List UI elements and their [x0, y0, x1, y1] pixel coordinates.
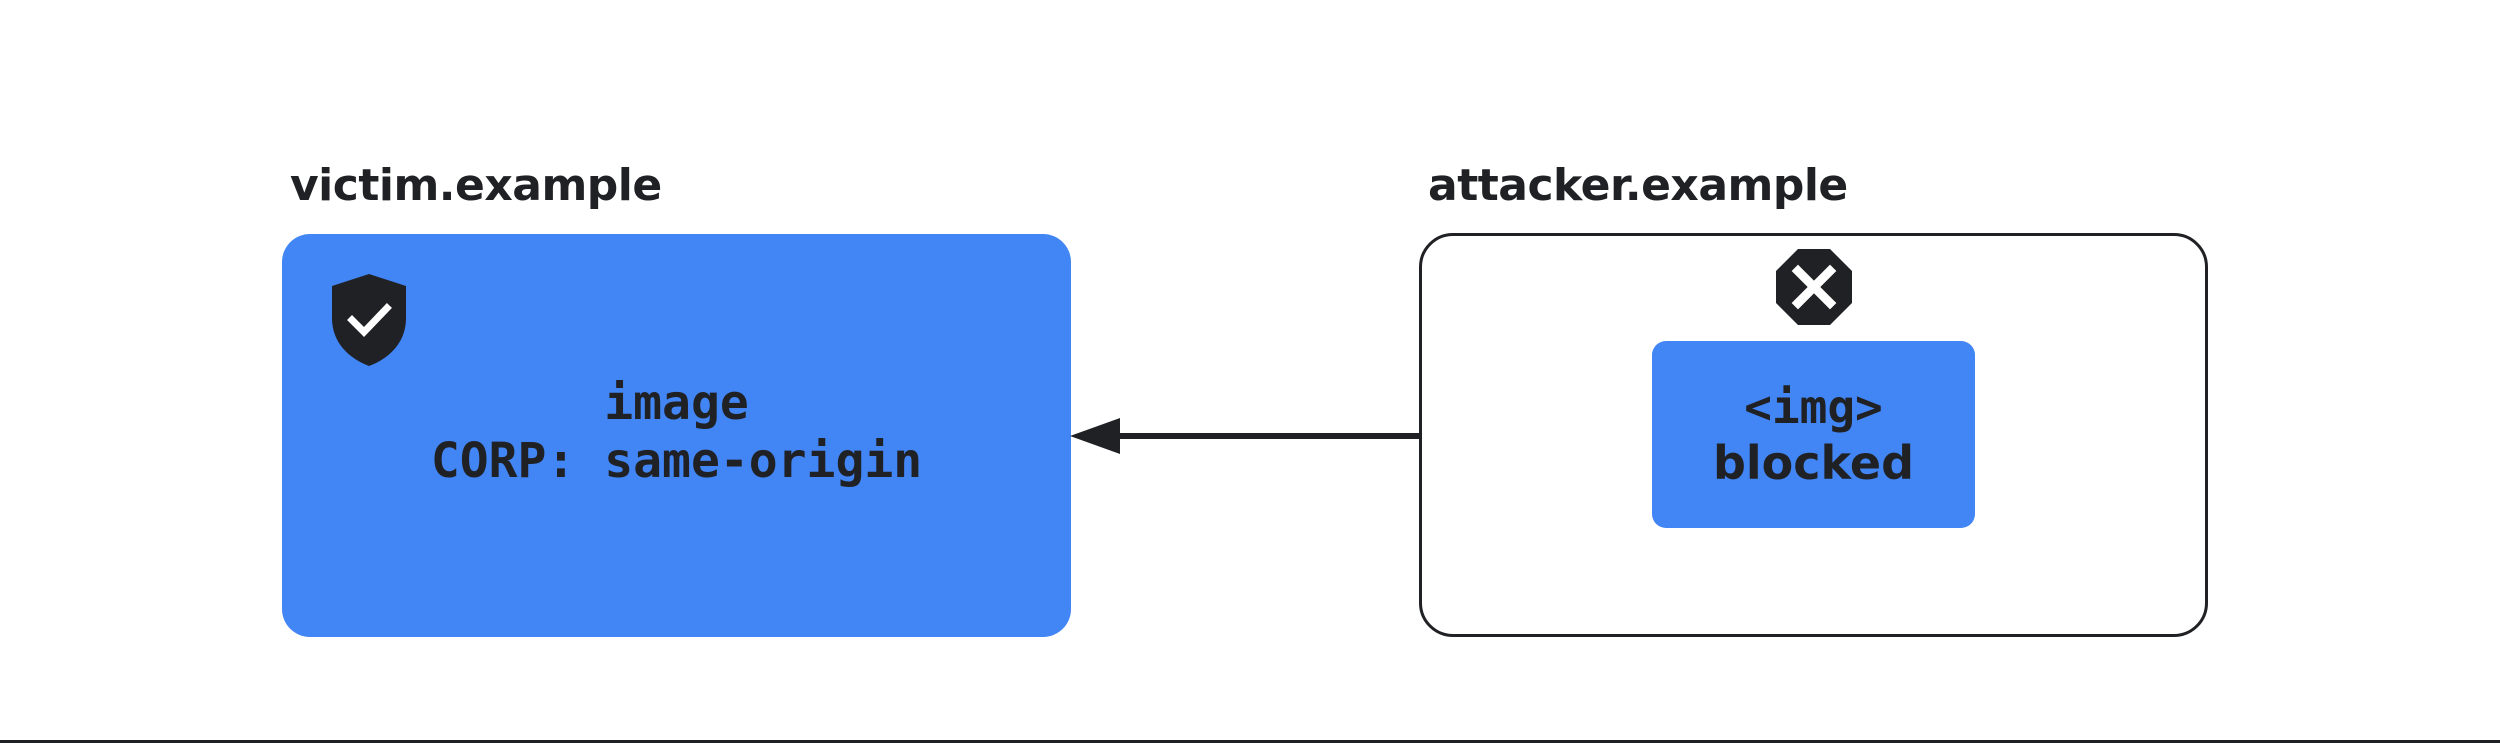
img-tag: <img>	[1744, 380, 1883, 434]
victim-resource-text: image CORP: same-origin	[282, 374, 1071, 490]
blocked-x-icon	[1776, 249, 1852, 325]
corp-header-value: CORP: same-origin	[430, 433, 923, 489]
img-element-box: <img> blocked	[1652, 341, 1975, 528]
attacker-origin-label: attacker.example	[1428, 160, 1848, 211]
blocked-status: blocked	[1712, 436, 1915, 490]
img-element-text: <img> blocked	[1652, 379, 1975, 491]
victim-resource-box: image CORP: same-origin	[282, 234, 1071, 637]
victim-origin-label: victim.example	[290, 160, 662, 211]
bottom-divider	[0, 740, 2500, 743]
shield-check-icon	[332, 274, 406, 366]
resource-name: image	[604, 375, 749, 431]
